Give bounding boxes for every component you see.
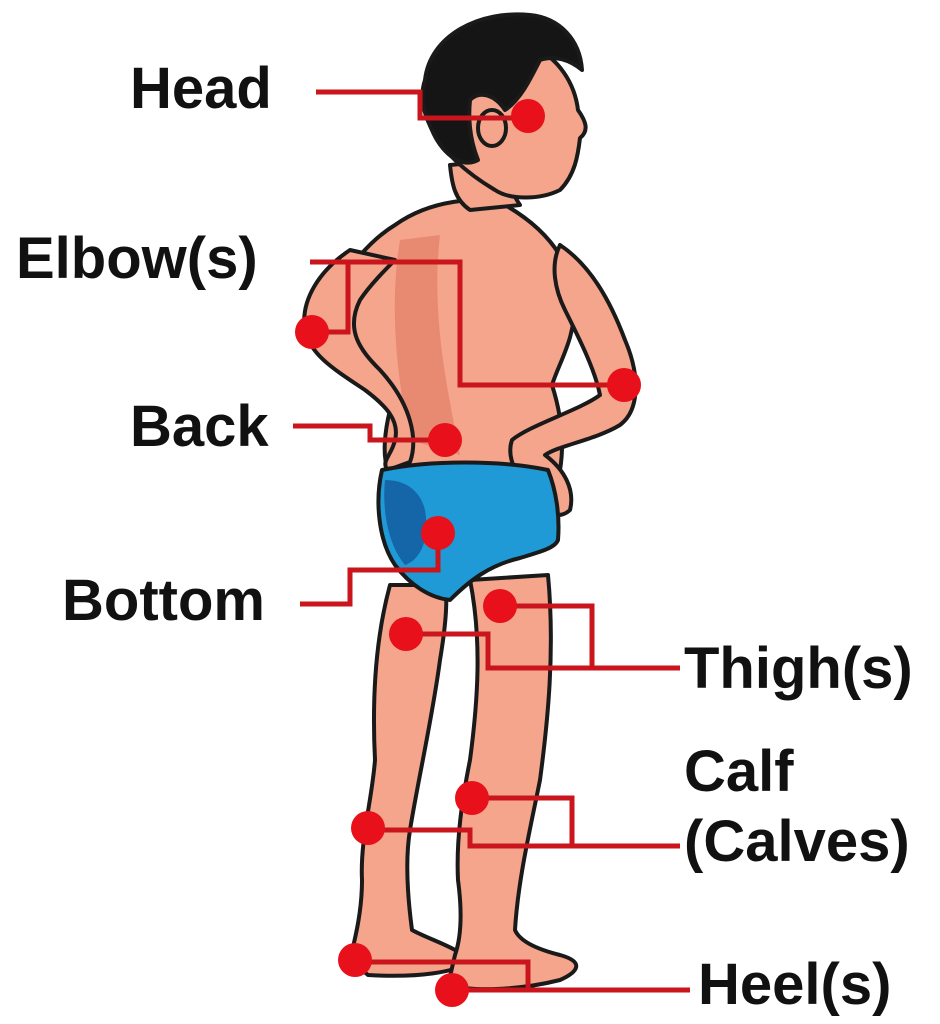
label-heels: Heel(s): [698, 954, 891, 1016]
ear: [478, 110, 506, 146]
label-calves: (Calves): [684, 812, 910, 872]
heel-marker-back: [338, 943, 372, 977]
label-back: Back: [130, 396, 269, 458]
thigh-marker-back: [389, 617, 423, 651]
head-marker: [511, 99, 545, 133]
calf-marker-back: [351, 811, 385, 845]
label-head: Head: [130, 58, 272, 120]
label-elbows: Elbow(s): [16, 228, 258, 290]
label-calf: Calf: [684, 742, 794, 802]
label-thighs: Thigh(s): [684, 638, 913, 700]
calf-marker-front: [455, 781, 489, 815]
bottom-marker: [421, 516, 455, 550]
heel-marker-front: [435, 973, 469, 1007]
label-bottom: Bottom: [62, 570, 265, 632]
elbow-marker-left: [295, 315, 329, 349]
back-marker: [428, 423, 462, 457]
elbow-marker-right: [607, 368, 641, 402]
thigh-marker-front: [483, 589, 517, 623]
